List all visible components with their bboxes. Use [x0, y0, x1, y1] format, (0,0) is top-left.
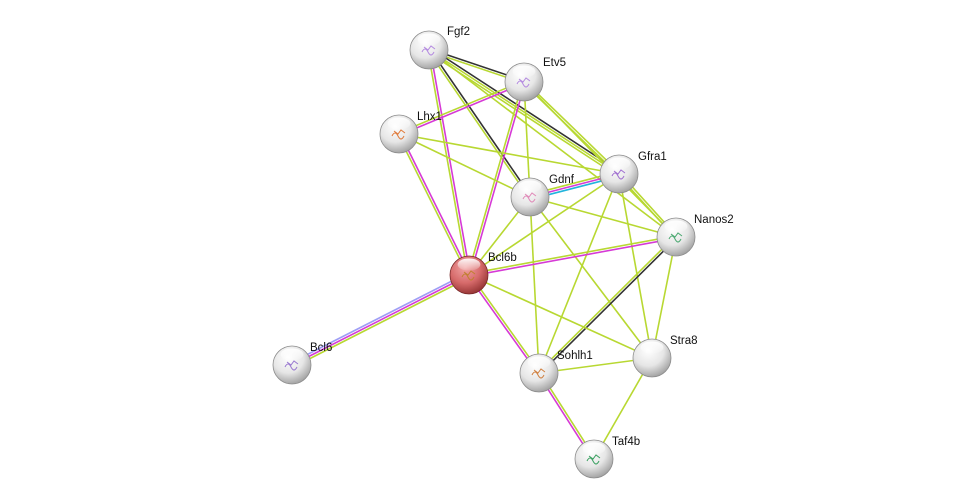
node-taf4b[interactable]: Taf4b	[574, 436, 640, 479]
edge-lhx1-bcl6b[interactable]	[397, 133, 471, 276]
edge-gdnf-stra8[interactable]	[529, 196, 653, 359]
edge-gfra1-sohlh1[interactable]	[538, 173, 620, 374]
edge-line-textmining	[529, 196, 677, 238]
edge-bcl6b-stra8[interactable]	[468, 274, 653, 359]
protein-structure-icon	[668, 232, 683, 243]
node-highlight	[607, 157, 631, 170]
node-highlight	[417, 33, 441, 46]
protein-structure-icon	[611, 169, 626, 180]
node-label: Gfra1	[638, 151, 667, 163]
edge-line-experimental	[399, 133, 471, 275]
edge-line-textmining	[397, 134, 469, 276]
edge-line-textmining	[524, 80, 621, 174]
node-bcl6b[interactable]: Bcl6b	[449, 252, 517, 295]
node-highlight	[457, 258, 481, 271]
node-label: Etv5	[543, 57, 566, 69]
edge-fgf2-nanos2[interactable]	[428, 49, 677, 238]
protein-structure-icon	[421, 45, 436, 56]
edge-line-coexpression	[539, 237, 678, 375]
edges-layer	[290, 47, 678, 461]
edge-gfra1-stra8[interactable]	[618, 173, 653, 359]
node-label: Sohlh1	[557, 350, 593, 362]
edge-nanos2-bcl6b[interactable]	[468, 235, 677, 277]
edge-bcl6b-bcl6[interactable]	[290, 272, 471, 368]
edge-line-textmining	[427, 50, 530, 199]
edge-nanos2-stra8[interactable]	[651, 236, 677, 359]
edge-line-homology	[290, 272, 469, 364]
node-etv5[interactable]: Etv5	[504, 57, 566, 102]
protein-structure-icon	[461, 270, 476, 281]
edge-line-textmining	[427, 50, 469, 276]
protein-structure-icon	[531, 368, 546, 379]
node-label: Fgf2	[447, 26, 470, 38]
edge-lhx1-gdnf[interactable]	[398, 133, 531, 198]
edge-line-textmining	[468, 235, 676, 275]
edge-line-textmining	[618, 173, 653, 359]
nodes-layer: Fgf2Etv5Lhx1Gfra1GdnfNanos2Bcl6bBcl6Sohl…	[272, 26, 734, 479]
edge-nanos2-sohlh1[interactable]	[537, 235, 678, 375]
protein-structure-icon	[391, 129, 406, 140]
node-label: Nanos2	[694, 214, 734, 226]
edge-line-experimental	[469, 237, 677, 277]
node-label: Gdnf	[549, 174, 575, 186]
edge-line-textmining	[398, 80, 524, 134]
edge-bcl6b-sohlh1[interactable]	[467, 273, 541, 375]
protein-structure-icon	[586, 454, 601, 465]
node-gdnf[interactable]: Gdnf	[510, 174, 575, 217]
node-fgf2[interactable]: Fgf2	[409, 26, 470, 70]
node-highlight	[527, 356, 551, 369]
edge-lhx1-gfra1[interactable]	[398, 133, 620, 175]
edge-gdnf-nanos2[interactable]	[529, 196, 677, 238]
node-label: Stra8	[670, 335, 698, 347]
node-gfra1[interactable]: Gfra1	[599, 151, 667, 194]
node-highlight	[512, 65, 536, 78]
edge-line-textmining	[538, 173, 620, 374]
edge-fgf2-bcl6b[interactable]	[427, 49, 471, 276]
edge-line-textmining	[428, 49, 677, 238]
edge-line-textmining	[651, 236, 677, 359]
node-lhx1[interactable]: Lhx1	[379, 111, 442, 154]
node-highlight	[280, 348, 304, 361]
edge-line-textmining	[593, 357, 653, 460]
node-stra8[interactable]: Stra8	[632, 335, 698, 378]
node-highlight	[582, 442, 606, 455]
node-bcl6[interactable]: Bcl6	[272, 342, 332, 385]
edge-etv5-lhx1[interactable]	[398, 80, 525, 136]
edge-etv5-bcl6b[interactable]	[467, 81, 526, 276]
node-nanos2[interactable]: Nanos2	[656, 214, 734, 257]
edge-line-textmining	[469, 273, 541, 373]
protein-structure-icon	[284, 360, 299, 371]
edge-line-experimental	[291, 274, 470, 366]
node-highlight	[387, 117, 411, 130]
edge-line-experimental	[469, 82, 526, 276]
node-label: Bcl6b	[488, 252, 517, 264]
edge-line-textmining	[428, 49, 620, 175]
edge-line-textmining	[529, 196, 540, 374]
protein-structure-icon	[516, 77, 531, 88]
node-label: Taf4b	[612, 436, 640, 448]
node-sohlh1[interactable]: Sohlh1	[519, 350, 593, 393]
edge-line-experimental	[467, 275, 539, 375]
edge-gfra1-bcl6b[interactable]	[468, 173, 620, 276]
edge-line-experimental	[429, 49, 471, 275]
node-highlight	[640, 341, 664, 354]
edge-line-textmining	[398, 133, 531, 198]
edge-line-textmining	[467, 81, 524, 275]
edge-stra8-taf4b[interactable]	[593, 357, 653, 460]
edge-line-coexpression	[429, 48, 532, 197]
node-highlight	[664, 220, 688, 233]
edge-fgf2-gdnf[interactable]	[427, 48, 532, 199]
edge-line-textmining	[292, 276, 471, 368]
edge-line-textmining	[537, 235, 676, 373]
edge-line-experimental	[399, 82, 525, 136]
edge-line-textmining	[529, 196, 653, 359]
node-highlight	[518, 180, 542, 193]
node-label: Bcl6	[310, 342, 332, 354]
edge-line-textmining	[468, 274, 653, 359]
edge-gdnf-sohlh1[interactable]	[529, 196, 540, 374]
edge-line-textmining	[468, 173, 620, 276]
protein-structure-icon	[522, 192, 537, 203]
node-label: Lhx1	[417, 111, 442, 123]
edge-line-textmining	[398, 133, 620, 175]
